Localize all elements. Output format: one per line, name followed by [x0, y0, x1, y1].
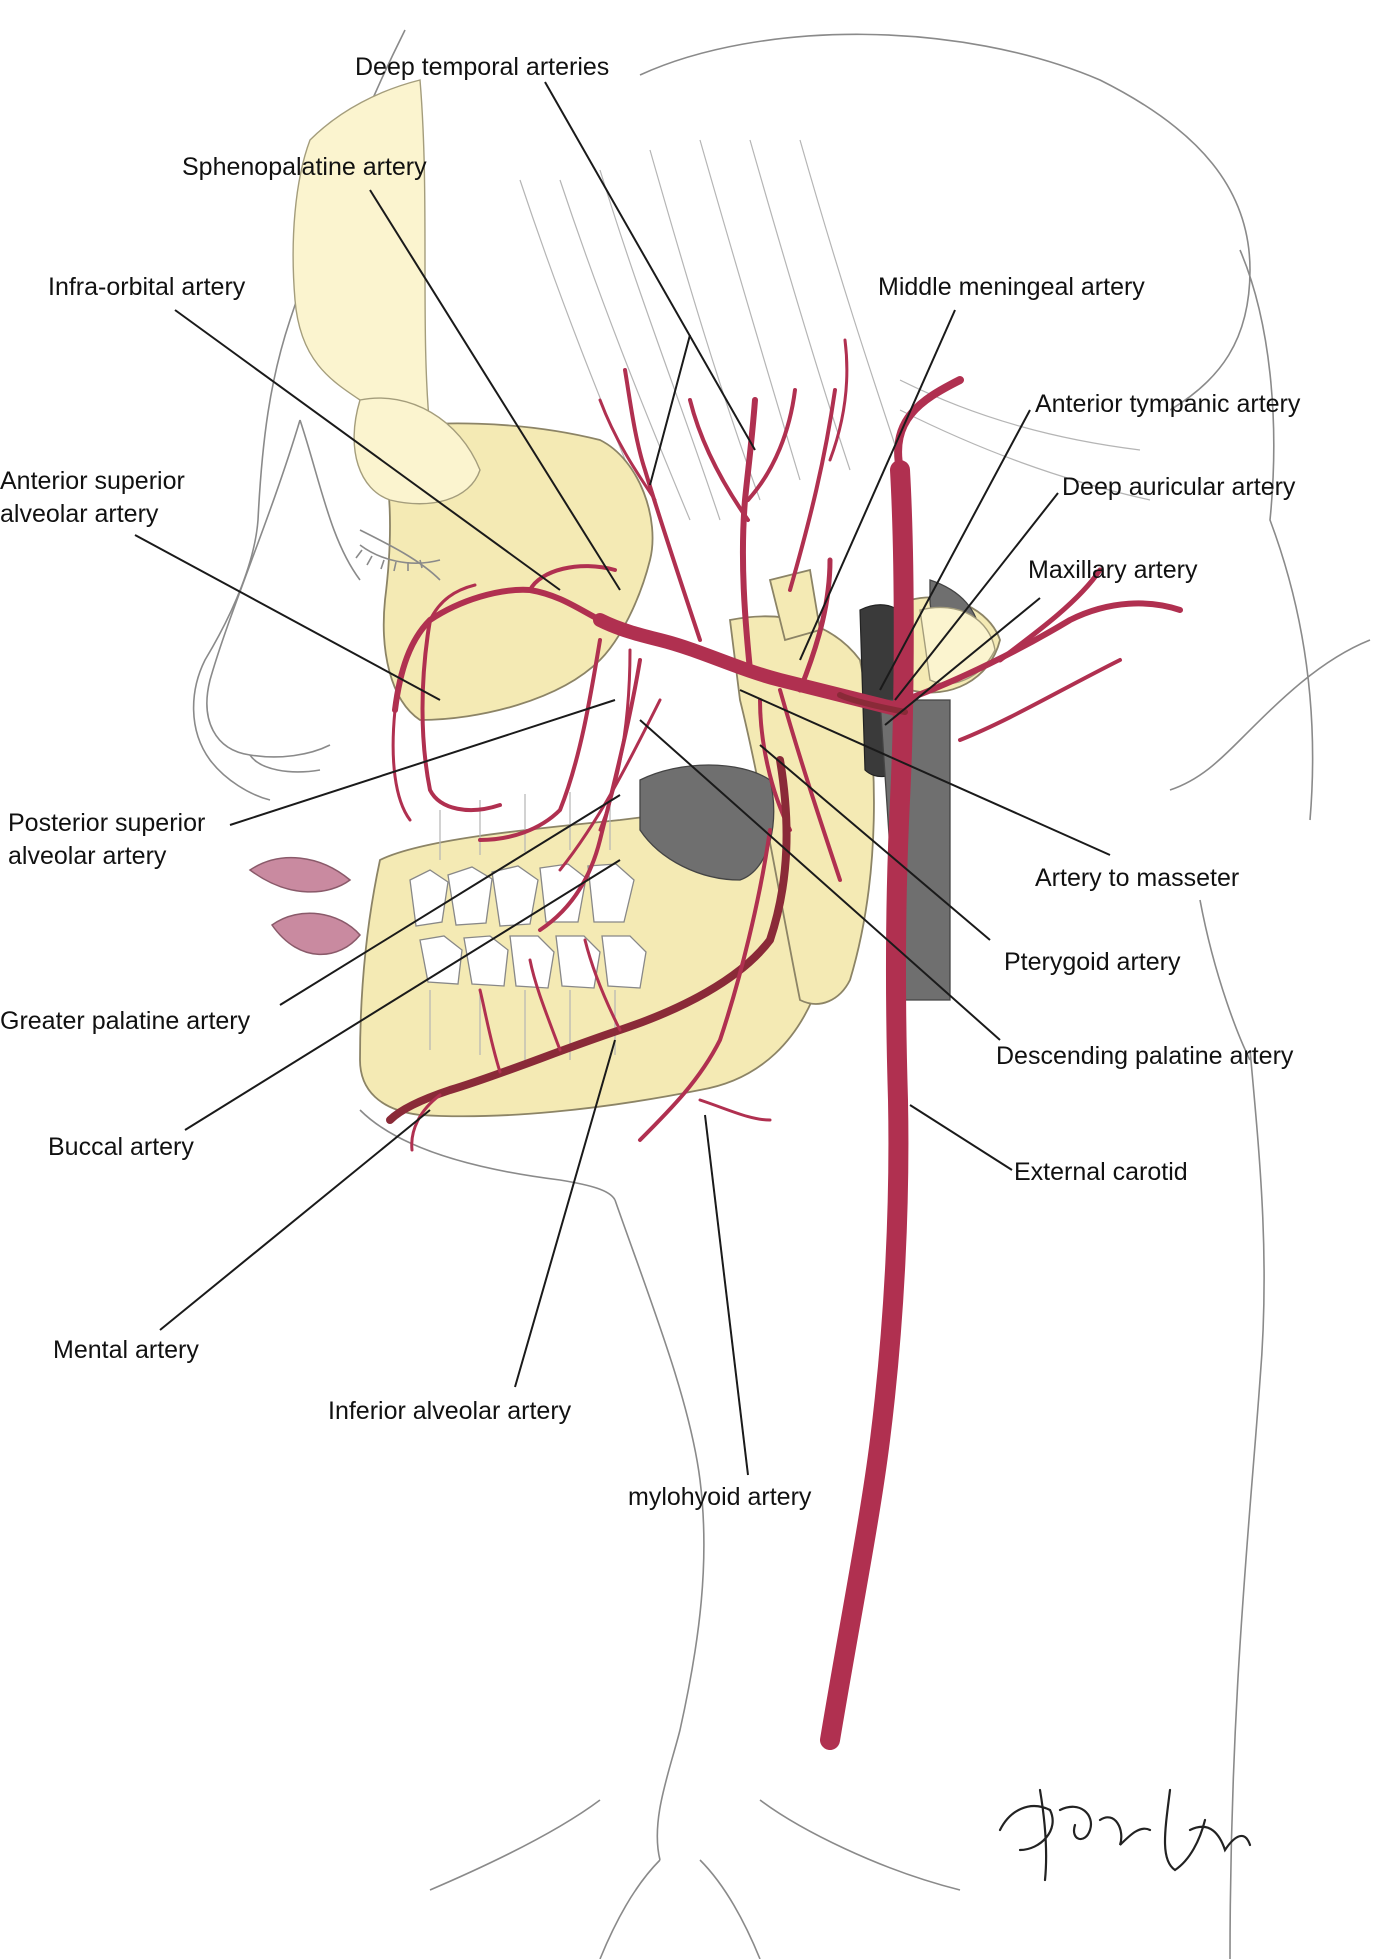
leader-lines — [134, 81, 1111, 1476]
leader-external-carotid — [909, 1104, 1013, 1171]
label-buccal-artery: Buccal artery — [48, 1133, 194, 1161]
label-maxillary-artery: Maxillary artery — [1028, 556, 1198, 584]
skull-bones — [206, 79, 1001, 1118]
label-greater-palatine-artery: Greater palatine artery — [0, 1007, 251, 1035]
label-anterior-superior-alveolar-line1: Anterior superior — [0, 467, 185, 495]
label-external-carotid: External carotid — [1014, 1158, 1188, 1186]
leader-inferior-alveolar — [514, 1039, 616, 1388]
label-inferior-alveolar-artery: Inferior alveolar artery — [328, 1397, 572, 1425]
leader-infra-orbital — [174, 309, 561, 591]
leader-pterygoid — [759, 744, 991, 941]
label-descending-palatine-artery: Descending palatine artery — [996, 1042, 1294, 1070]
label-sphenopalatine-artery: Sphenopalatine artery — [182, 153, 427, 181]
leader-maxillary — [884, 597, 1041, 726]
label-mental-artery: Mental artery — [53, 1336, 199, 1364]
leader-posterior-superior-alveolar — [229, 699, 616, 826]
leader-anterior-tympanic — [879, 409, 1031, 691]
leader-buccal — [184, 859, 621, 1131]
leader-sphenopalatine — [369, 189, 621, 591]
label-pterygoid-artery: Pterygoid artery — [1004, 948, 1181, 976]
leader-anterior-superior-alveolar — [134, 534, 441, 701]
artist-signature — [998, 1788, 1252, 1882]
labels: Deep temporal arteries Sphenopalatine ar… — [0, 53, 1301, 1511]
label-mylohyoid-artery: mylohyoid artery — [628, 1483, 812, 1511]
teeth — [409, 792, 647, 1060]
leader-middle-meningeal — [799, 309, 956, 661]
label-middle-meningeal-artery: Middle meningeal artery — [878, 273, 1145, 301]
label-posterior-superior-alveolar-line2: alveolar artery — [8, 842, 167, 870]
leader-deep-temporal — [544, 81, 756, 451]
leader-deep-auricular — [894, 492, 1059, 701]
label-anterior-superior-alveolar-line2: alveolar artery — [0, 500, 159, 528]
label-deep-auricular-artery: Deep auricular artery — [1062, 473, 1296, 501]
label-posterior-superior-alveolar-line1: Posterior superior — [8, 809, 205, 837]
label-deep-temporal-arteries: Deep temporal arteries — [355, 53, 609, 81]
label-infra-orbital-artery: Infra-orbital artery — [48, 273, 246, 301]
leader-mylohyoid — [704, 1114, 749, 1476]
leader-mental — [159, 1109, 431, 1331]
leader-greater-palatine — [279, 794, 621, 1006]
leader-descending-palatine — [639, 719, 1001, 1041]
leader-artery-to-masseter — [739, 689, 1111, 856]
leader-deep-temporal-2 — [649, 334, 691, 486]
label-artery-to-masseter: Artery to masseter — [1035, 864, 1239, 892]
label-anterior-tympanic-artery: Anterior tympanic artery — [1035, 390, 1301, 418]
